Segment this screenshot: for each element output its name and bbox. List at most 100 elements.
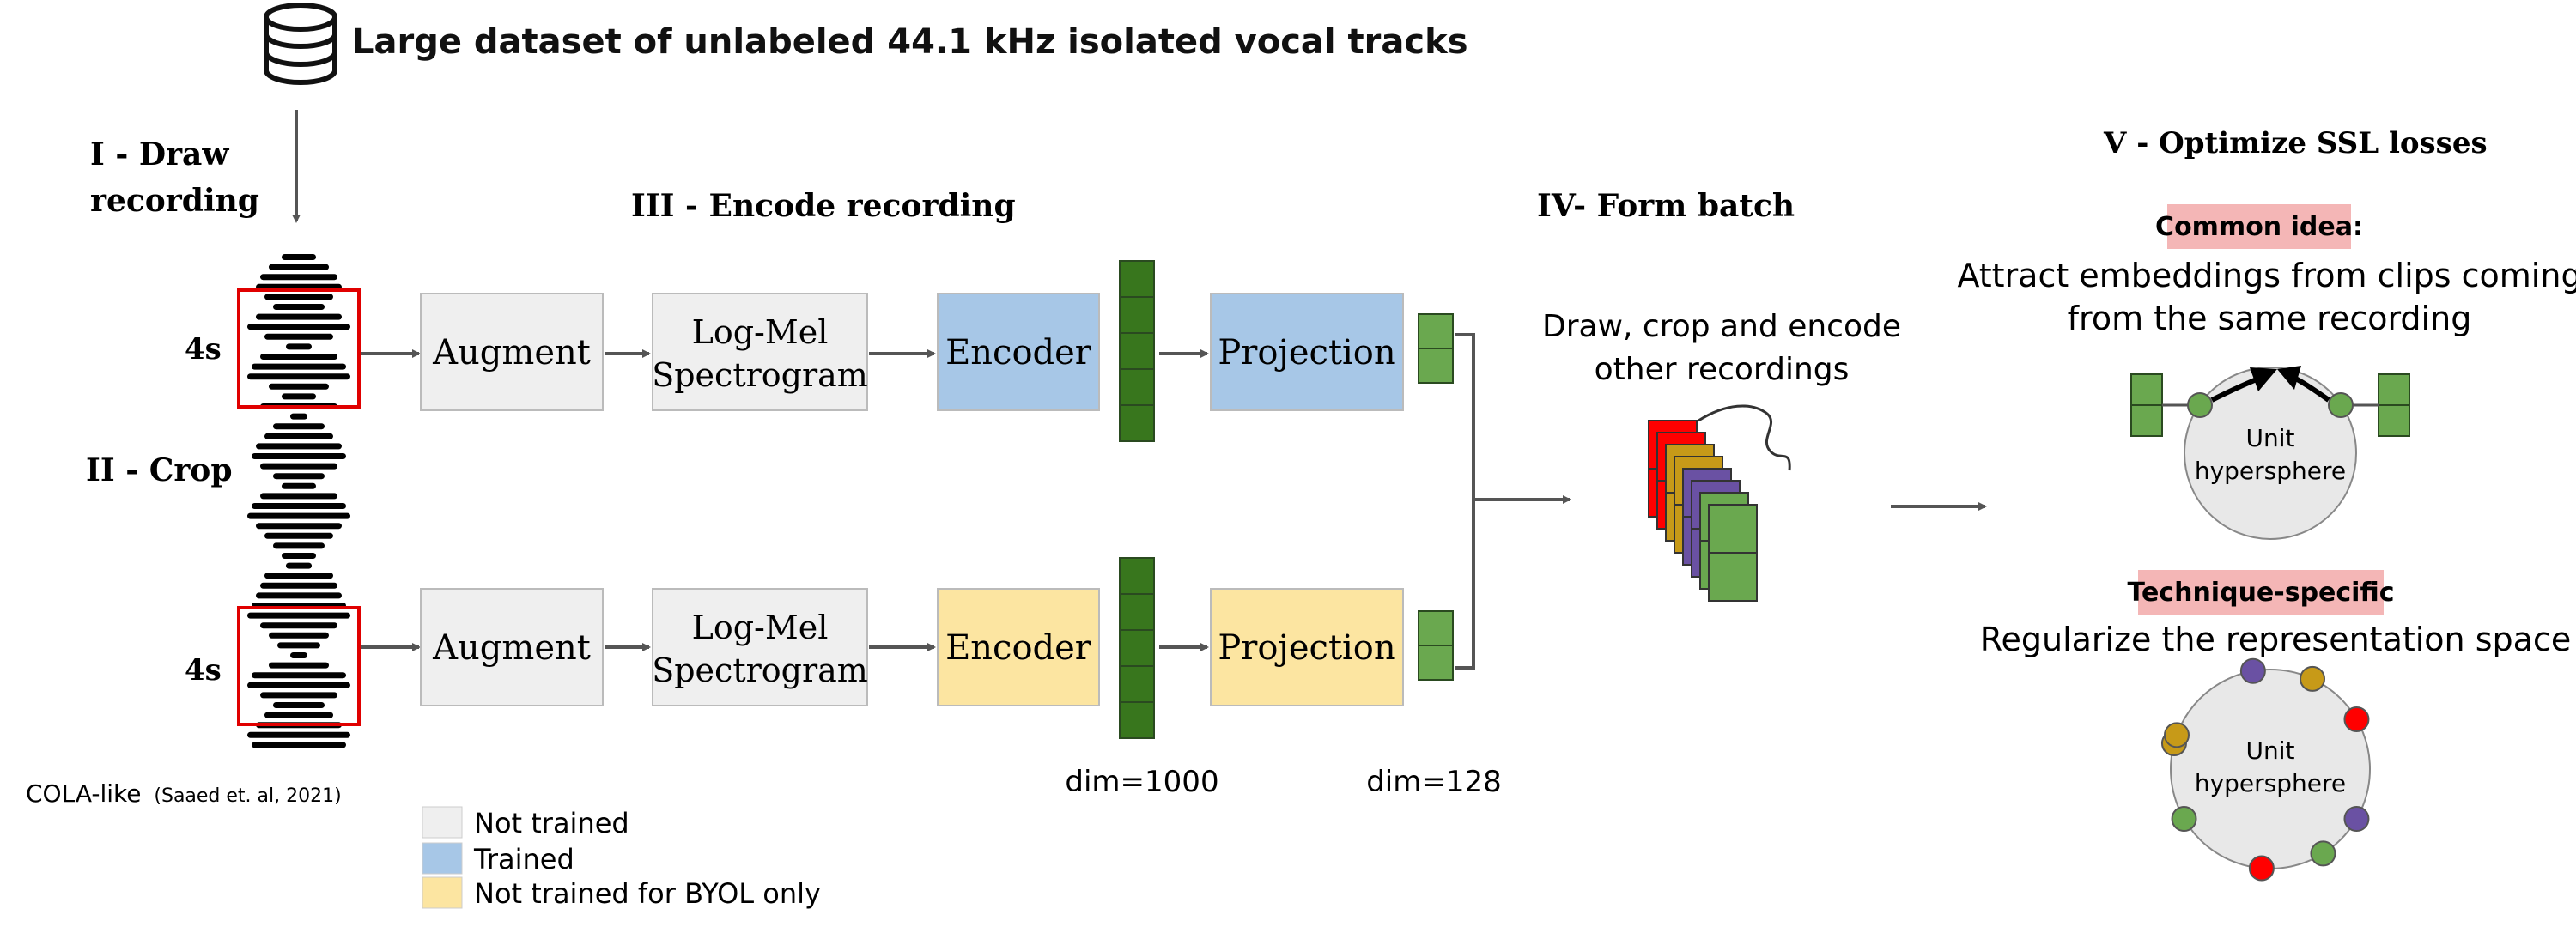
embedding-point (2163, 722, 2190, 748)
vector-cell (1119, 701, 1155, 739)
batch-stack (1648, 420, 1758, 602)
attract-embedding-left (2130, 373, 2163, 437)
waveform-bar (260, 692, 337, 699)
waveform-bar (282, 482, 316, 489)
vector-cell (1119, 368, 1155, 406)
vector-cell (1119, 557, 1155, 595)
waveform-bar (264, 333, 333, 340)
waveform-bar (247, 373, 350, 380)
database-icon (264, 3, 337, 85)
crop-box-bottom (237, 606, 361, 726)
citation-main: COLA-like (26, 779, 141, 808)
hypersphere-top-label-line2: hypersphere (2195, 457, 2346, 485)
vector-cell (2378, 404, 2410, 437)
waveform-bar (264, 712, 333, 718)
waveform-bar (247, 612, 350, 619)
waveform-bar (264, 294, 333, 300)
waveform-bar (273, 304, 325, 310)
logmel-label-top-line1: Log-Mel (692, 313, 829, 351)
technique-specific-badge-label: Technique-specific (2127, 578, 2394, 608)
encoder-box-top (937, 293, 1100, 411)
waveform-bar (277, 642, 320, 649)
vector-cell (1418, 610, 1454, 646)
augment-box-bottom (420, 588, 604, 706)
waveform-bar (247, 731, 350, 738)
vector-cell (1119, 593, 1155, 631)
augment-label-bottom: Augment (432, 628, 591, 668)
waveform-bar (252, 742, 346, 748)
waveform-bar (286, 562, 312, 569)
encoder-dim-label: dim=1000 (1065, 765, 1218, 799)
clip-duration-top: 4s (185, 332, 222, 367)
waveform-bar (247, 512, 350, 519)
vector-cell (2130, 373, 2163, 406)
encoder-box-bottom (937, 588, 1100, 706)
merge-connector (1455, 333, 1570, 670)
waveform-bar (264, 532, 333, 539)
waveform-bar (252, 503, 346, 509)
batch-description-line2: other recordings (1595, 352, 1850, 387)
projection-box-bottom (1210, 588, 1404, 706)
embedding-point (2171, 806, 2197, 832)
vector-cell (1418, 313, 1454, 349)
embedding-point (2248, 855, 2275, 882)
projection-output-vector-top (1418, 313, 1454, 384)
embedding-point (2239, 657, 2266, 684)
encoder-output-vector-top (1119, 260, 1155, 442)
step-encode-label: III - Encode recording (631, 188, 1016, 224)
waveform-bar (256, 592, 342, 599)
waveform-bar (247, 682, 350, 688)
legend-swatch-not-trained (422, 806, 463, 839)
logmel-box-bottom (652, 588, 868, 706)
logmel-box-top (652, 293, 868, 411)
waveform-bar (252, 363, 346, 370)
waveform-bar (269, 632, 329, 639)
vector-cell (2130, 404, 2163, 437)
waveform-bar (264, 433, 333, 439)
waveform-bar (247, 324, 350, 330)
logmel-label-bottom-line1: Log-Mel (692, 609, 829, 646)
waveform-bar (282, 393, 316, 400)
hypersphere-bottom-label-line2: hypersphere (2195, 769, 2346, 797)
encoder-label-top: Encoder (945, 333, 1092, 373)
dataset-title: Large dataset of unlabeled 44.1 kHz isol… (352, 22, 1468, 62)
vector-cell (1119, 629, 1155, 667)
audio-waveform (247, 254, 350, 748)
legend: Not trained Trained Not trained for BYOL… (422, 806, 821, 910)
batch-cell (1708, 552, 1758, 602)
legend-label-not-trained: Not trained (474, 807, 629, 839)
batch-description-line1: Draw, crop and encode (1542, 309, 1901, 344)
waveform-bar (260, 463, 337, 470)
waveform-bar (252, 672, 346, 679)
waveform-bar (256, 443, 342, 450)
embedding-point-left (2187, 392, 2213, 418)
hypersphere-top (2184, 367, 2357, 540)
waveform-bar (260, 274, 337, 281)
vector-cell (1119, 332, 1155, 370)
embedding-point (2343, 806, 2370, 832)
logmel-label-top-line2: Spectrogram (652, 356, 868, 394)
waveform-bar (286, 343, 312, 350)
batch-cell (1708, 504, 1758, 554)
projection-output-vector-bottom (1418, 610, 1454, 681)
step-draw-label-line1: I - Draw (90, 136, 229, 173)
projection-dim-label: dim=128 (1366, 765, 1502, 799)
technique-specific-badge (2138, 570, 2384, 615)
waveform-bar (273, 542, 325, 549)
regularized-embedding-points (2160, 657, 2370, 882)
citation: COLA-like (Saaed et. al, 2021) (26, 779, 342, 808)
waveform-bar (273, 702, 325, 708)
legend-label-trained: Trained (473, 843, 574, 876)
step-batch-label: IV- Form batch (1537, 188, 1795, 224)
attract-embedding-right (2378, 373, 2410, 437)
embedding-point-right (2328, 392, 2354, 418)
step-crop-label: II - Crop (86, 452, 233, 488)
augment-label-top: Augment (432, 333, 591, 373)
waveform-bar (282, 553, 316, 559)
embedding-point (2300, 665, 2326, 692)
hypersphere-bottom-label-line1: Unit (2246, 736, 2295, 765)
citation-ref: (Saaed et. al, 2021) (154, 785, 341, 807)
common-idea-badge (2167, 204, 2351, 249)
step-optimize-label: V - Optimize SSL losses (2103, 126, 2488, 161)
